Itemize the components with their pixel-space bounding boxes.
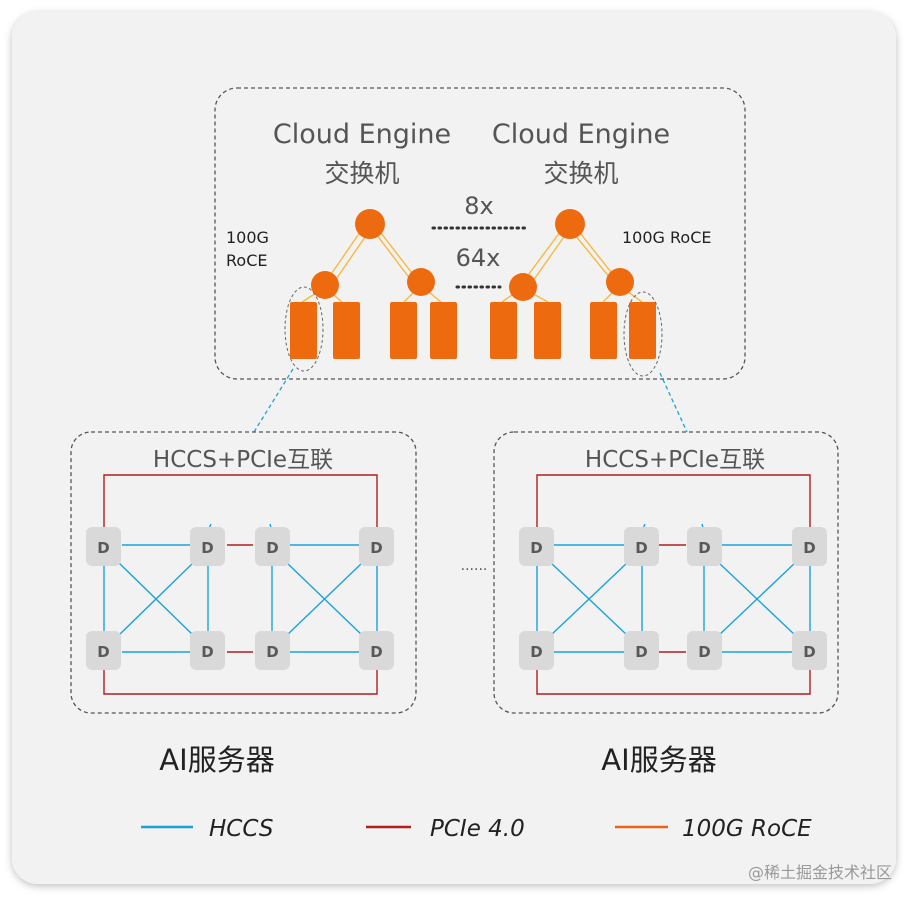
uplink-right (659, 372, 688, 433)
npu-left-8: D (359, 631, 394, 670)
server-left-interconnect-label: HCCS+PCIe互联 (153, 447, 333, 473)
npu-left-5: D (86, 631, 121, 670)
hccs-links-left (103, 523, 378, 653)
engine-left-subtitle: 交换机 (324, 159, 399, 188)
server-left-panel (70, 431, 417, 714)
npu-right-7: D (687, 631, 722, 670)
leaf-switch-left-a (311, 271, 339, 299)
server-left: HCCS+PCIe互联 D D D D D D (70, 431, 417, 714)
roce-left-line2: RoCE (226, 251, 267, 270)
npu-label: D (97, 643, 109, 661)
npu-label: D (635, 643, 647, 661)
roce-left-line1: 100G (226, 228, 269, 247)
npu-right-5: D (519, 631, 554, 670)
npu-right-8: D (792, 631, 827, 670)
npu-right-1: D (519, 527, 554, 566)
pcie-links-right (536, 474, 811, 695)
engine-right-title: Cloud Engine (492, 119, 670, 150)
npu-label: D (97, 539, 109, 557)
highlight-port-right (623, 291, 663, 377)
npu-left-1: D (86, 527, 121, 566)
highlight-port-left (284, 286, 324, 372)
leaf-switch-left-b (407, 268, 435, 296)
npu-label: D (370, 539, 382, 557)
hccs-links-right (536, 523, 811, 653)
npu-label: D (370, 643, 382, 661)
leaf-switch-right-a (509, 273, 537, 301)
npu-left-4: D (359, 527, 394, 566)
npu-label: D (201, 643, 213, 661)
watermark: @稀土掘金技术社区 (748, 863, 892, 882)
npu-left-7: D (255, 631, 290, 670)
npu-left-6: D (190, 631, 225, 670)
npu-label: D (803, 643, 815, 661)
servers-ellipsis: ...... (461, 558, 488, 574)
engine-left-title: Cloud Engine (273, 119, 451, 150)
npu-right-6: D (624, 631, 659, 670)
legend: HCCS PCIe 4.0 100G RoCE (141, 816, 812, 842)
roce-right-label: 100G RoCE (622, 228, 712, 247)
npu-label: D (201, 539, 213, 557)
npu-label: D (698, 643, 710, 661)
spine-switch-right (555, 209, 585, 239)
diagram-card (12, 12, 896, 884)
server-right: HCCS+PCIe互联 D D D D D D (493, 431, 839, 714)
count-upper-label: 8x (464, 192, 493, 220)
switch-port-blocks (290, 302, 656, 359)
legend-label-hccs: HCCS (209, 816, 273, 842)
server-right-caption: AI服务器 (601, 743, 716, 777)
npu-label: D (803, 539, 815, 557)
npu-label: D (530, 643, 542, 661)
count-lower-label: 64x (456, 244, 501, 272)
server-left-caption: AI服务器 (159, 743, 274, 777)
server-right-interconnect-label: HCCS+PCIe互联 (585, 447, 765, 473)
npu-right-2: D (624, 527, 659, 566)
npu-left-2: D (190, 527, 225, 566)
spine-switch-left (355, 209, 385, 239)
npu-right-4: D (792, 527, 827, 566)
switch-panel (214, 87, 746, 380)
engine-right-subtitle: 交换机 (543, 159, 618, 188)
npu-label: D (530, 539, 542, 557)
npu-left-3: D (255, 527, 290, 566)
leaf-switch-right-b (606, 268, 634, 296)
npu-label: D (266, 539, 278, 557)
uplink-left (253, 368, 294, 433)
npu-label: D (266, 643, 278, 661)
npu-right-3: D (687, 527, 722, 566)
npu-label: D (635, 539, 647, 557)
server-right-panel (493, 431, 839, 714)
legend-label-roce: 100G RoCE (682, 816, 812, 842)
npu-label: D (698, 539, 710, 557)
legend-label-pcie: PCIe 4.0 (430, 816, 525, 842)
pcie-links-left (103, 474, 378, 695)
